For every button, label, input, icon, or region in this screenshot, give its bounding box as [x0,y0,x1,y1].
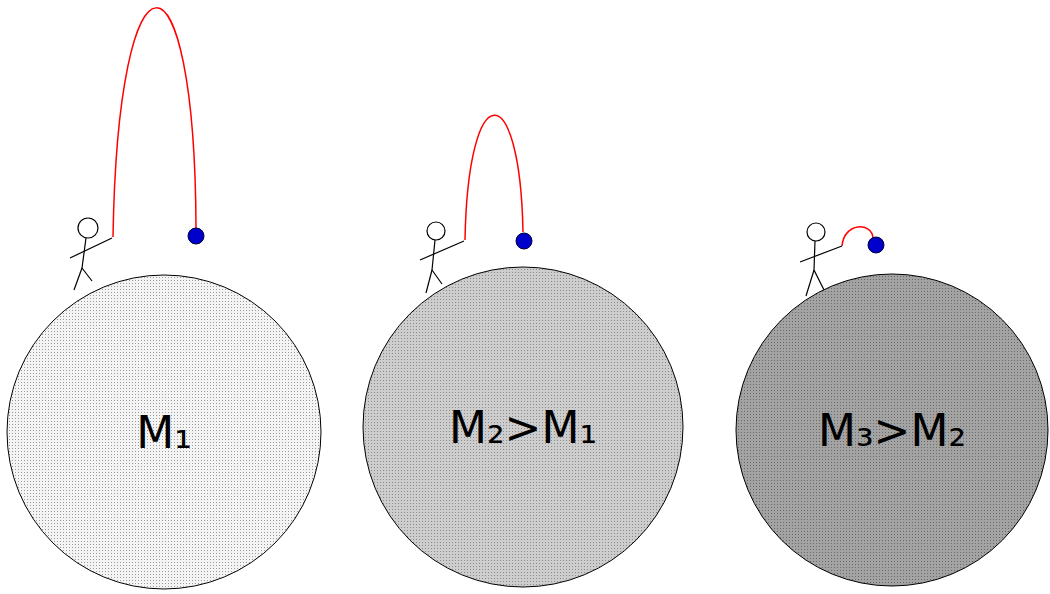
trajectory [465,115,523,240]
ball [868,237,884,253]
label-holder: M₃>M₂ [735,273,1049,587]
planet-circle: M₃>M₂ [735,273,1049,587]
mass-label: M₁ [136,407,192,458]
ball [516,233,532,249]
trajectories [113,8,873,246]
stick-figure [70,218,112,290]
label-holder: M₂>M₁ [362,266,684,588]
label-holder: M₁ [6,274,322,590]
balls [188,228,884,253]
planet-circle: M₁ [6,274,322,590]
ball [188,228,204,244]
trajectory [113,8,196,237]
planet-circle: M₂>M₁ [362,266,684,588]
mass-label: M₂>M₁ [449,402,597,453]
mass-label: M₃>M₂ [818,405,966,456]
